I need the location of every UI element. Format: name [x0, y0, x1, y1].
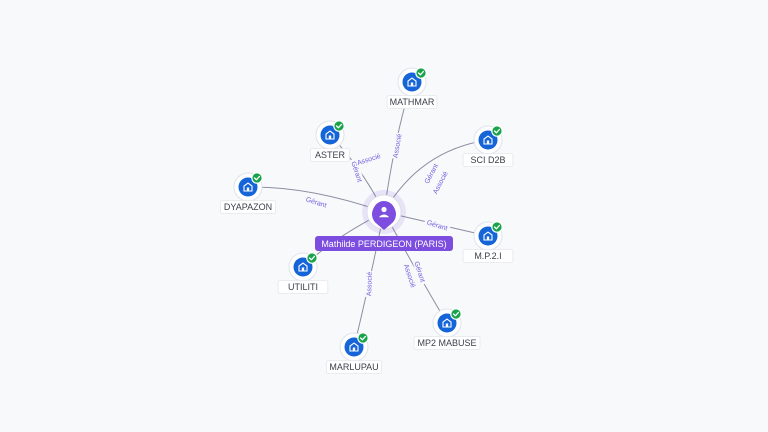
- company-label: DYAPAZON: [224, 202, 272, 212]
- company-label-box: [325, 360, 382, 374]
- company-label-box: [413, 336, 481, 350]
- edge-label-bg: [421, 160, 441, 187]
- company-label: MARLUPAU: [329, 362, 378, 372]
- company-node-marlupau[interactable]: MARLUPAU: [325, 332, 382, 374]
- edge-label-bg: [390, 132, 404, 160]
- company-node-utiliti[interactable]: UTILITI: [277, 252, 329, 294]
- building-icon: [349, 342, 359, 352]
- center-label: Mathilde PERDIGEON (PARIS): [321, 239, 446, 249]
- company-node-sci-d2b[interactable]: SCI D2B: [462, 125, 514, 167]
- edge-label-bg: [349, 158, 365, 186]
- check-icon: [415, 67, 427, 79]
- company-label-box: [219, 200, 276, 214]
- building-icon: [483, 231, 493, 241]
- company-node-mp2i[interactable]: M.P.2.I: [462, 221, 514, 263]
- company-label-box: [462, 249, 514, 263]
- check-icon: [357, 332, 369, 344]
- edge-label: Gérant: [302, 194, 330, 210]
- company-node-dyapazon[interactable]: DYAPAZON: [219, 172, 276, 214]
- company-node-mathmar[interactable]: MATHMAR: [386, 67, 438, 109]
- company-label-box: [386, 95, 438, 109]
- building-icon: [442, 318, 452, 328]
- building-icon: [298, 262, 308, 272]
- company-node-core: [478, 130, 498, 150]
- check-icon: [333, 120, 345, 132]
- edge-label-bg: [355, 151, 383, 167]
- company-node-mp2-mabuse[interactable]: MP2 MABUSE: [413, 308, 481, 350]
- company-node-core: [344, 337, 364, 357]
- edge-label-bg: [402, 262, 418, 290]
- check-icon: [491, 125, 503, 137]
- building-icon: [407, 77, 417, 87]
- check-icon: [306, 252, 318, 264]
- company-node-core: [238, 177, 258, 197]
- company-label-box: [462, 153, 514, 167]
- company-label-box: [277, 280, 329, 294]
- edge-label-text: Associé: [392, 133, 403, 158]
- edge-label-bg: [302, 194, 330, 210]
- building-icon: [483, 135, 493, 145]
- edge-label-text: Associé: [366, 272, 374, 297]
- company-node-core: [320, 125, 340, 145]
- check-icon: [491, 221, 503, 233]
- edge-label: Associé: [364, 270, 374, 298]
- company-label: MP2 MABUSE: [417, 338, 476, 348]
- edge-label-text: Gérant: [305, 196, 328, 209]
- nodes-layer: MATHMAR ASTER SCI D2B DYAPAZON M.P.2.I UTILIT…: [219, 67, 514, 374]
- edge-label-bg: [412, 258, 428, 286]
- center-node[interactable]: Mathilde PERDIGEON (PARIS): [315, 190, 453, 251]
- center-label-box: [315, 236, 453, 251]
- check-icon: [251, 172, 263, 184]
- edge-label-bg: [364, 270, 374, 298]
- company-node-aster[interactable]: ASTER: [310, 120, 350, 162]
- company-label: SCI D2B: [470, 155, 505, 165]
- company-label: MATHMAR: [390, 97, 435, 107]
- edge-label-bg: [423, 217, 451, 233]
- company-label: M.P.2.I: [474, 251, 501, 261]
- edge-label: Associé: [355, 151, 383, 167]
- company-node-core: [437, 313, 457, 333]
- edge-label-text: Gérant: [426, 220, 449, 233]
- edge-label: Gérant: [423, 217, 451, 233]
- company-node-core: [293, 257, 313, 277]
- company-label: ASTER: [315, 150, 346, 160]
- building-icon: [243, 182, 253, 192]
- edge-label: Associé: [390, 132, 404, 160]
- check-icon: [450, 308, 462, 320]
- company-node-core: [402, 72, 422, 92]
- person-icon: [378, 206, 390, 218]
- building-icon: [325, 130, 335, 140]
- company-label: UTILITI: [288, 282, 318, 292]
- company-label-box: [310, 148, 350, 162]
- edge-label-bg: [430, 169, 450, 196]
- company-node-core: [478, 226, 498, 246]
